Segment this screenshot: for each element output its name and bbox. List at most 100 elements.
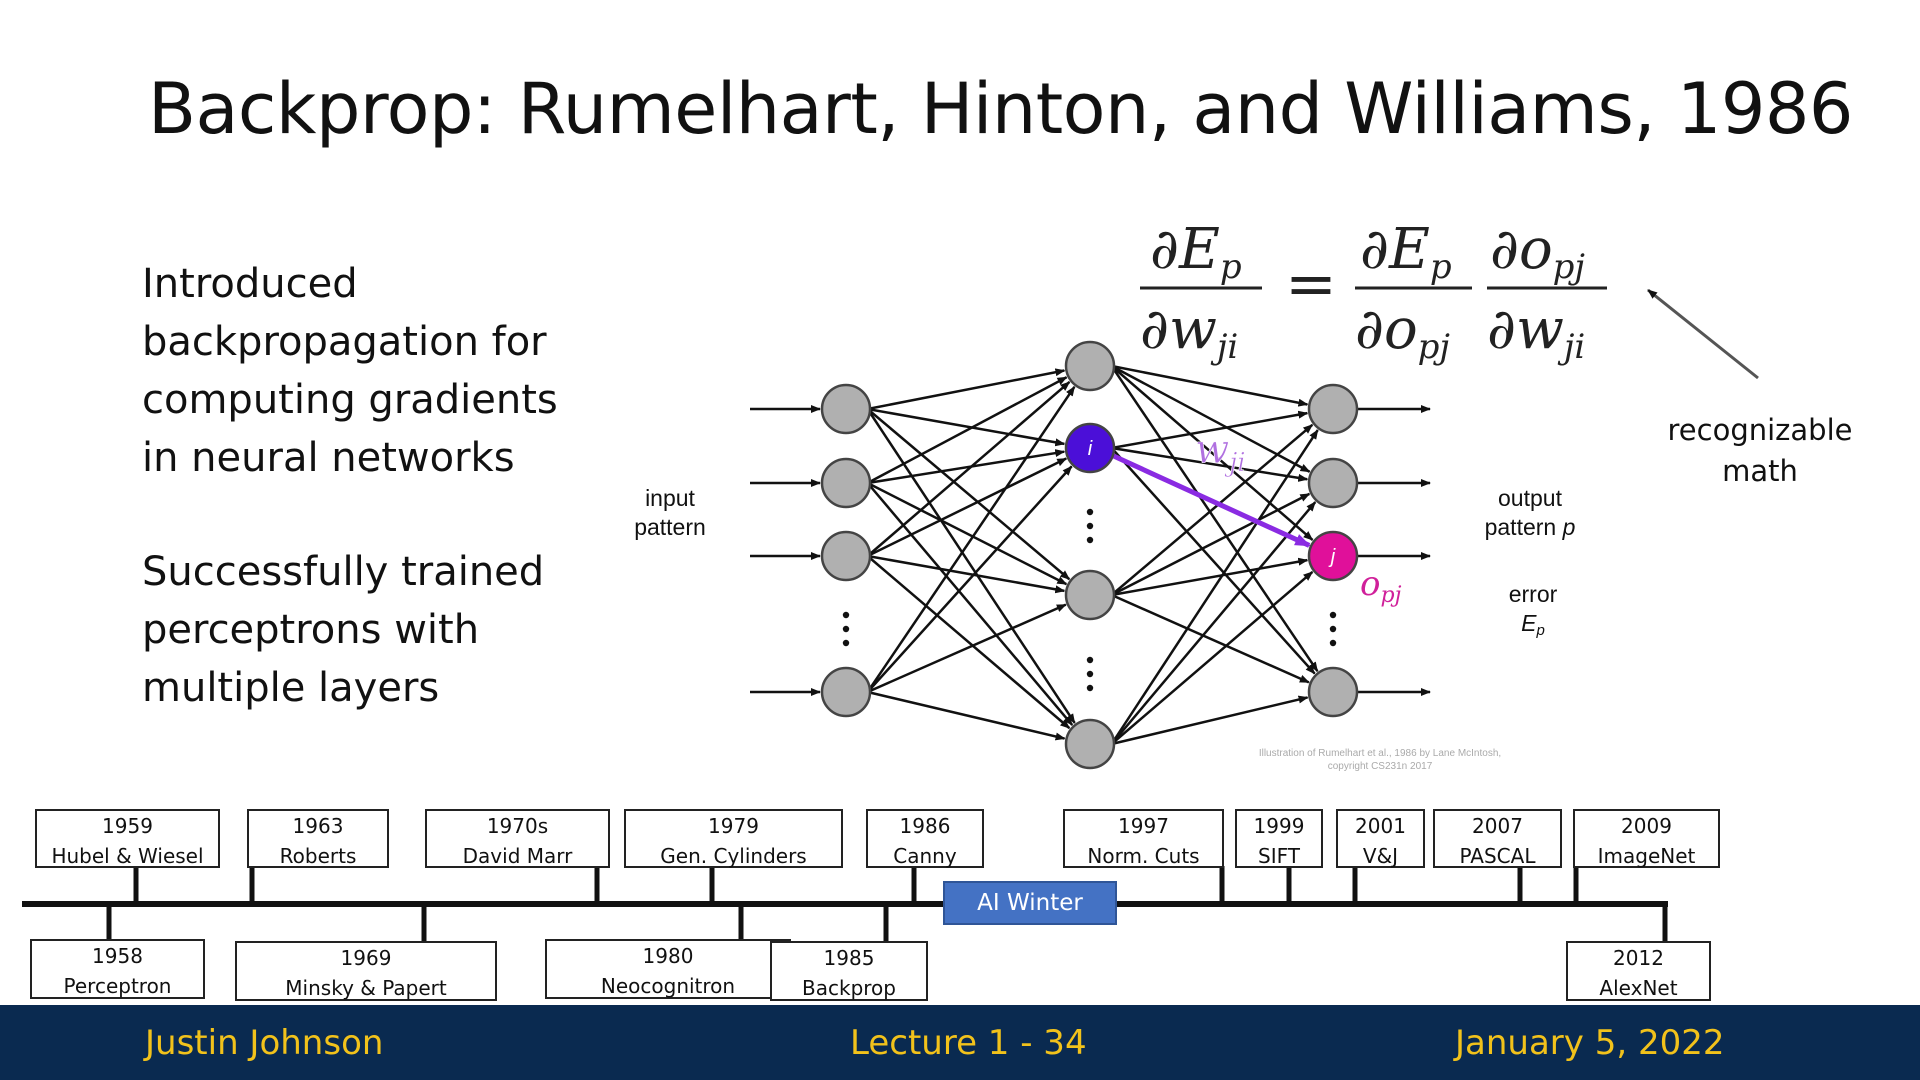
ellipsis-dot — [1329, 625, 1337, 633]
input-node — [820, 666, 872, 718]
connection — [866, 408, 1071, 581]
bullet-line: perceptrons with — [142, 607, 480, 653]
connection — [867, 407, 1066, 447]
connection — [867, 457, 1068, 558]
connection — [1110, 501, 1317, 745]
ai-winter-label: AI Winter — [943, 881, 1117, 925]
node-i-label: i — [1088, 438, 1093, 460]
ellipsis-dot — [1329, 639, 1337, 647]
network-diagram: ij ∂Ep ∂wji = ∂Ep ∂opj ∂opj ∂wji wji opj — [750, 217, 1759, 770]
output-node-j — [1307, 530, 1359, 582]
input-node — [820, 383, 872, 435]
connection — [1110, 429, 1319, 745]
bullet-line: in neural networks — [142, 435, 515, 481]
ellipsis-dot — [1086, 684, 1094, 692]
hidden-node — [1064, 340, 1116, 392]
ellipsis-dot — [1329, 611, 1337, 619]
connection — [867, 376, 1068, 485]
input-node — [820, 457, 872, 509]
connection — [866, 482, 1074, 726]
footer-author: Justin Johnson — [145, 1023, 384, 1063]
backprop-equation: ∂Ep ∂wji = ∂Ep ∂opj ∂opj ∂wji — [1140, 217, 1607, 367]
eq-equals: = — [1285, 247, 1337, 320]
connection — [1111, 410, 1309, 450]
ellipsis-dot — [1086, 656, 1094, 664]
connection — [866, 381, 1071, 557]
slide-title: Backprop: Rumelhart, Hinton, and William… — [148, 68, 1853, 150]
connection — [1110, 365, 1319, 672]
network-nodes: ij — [820, 340, 1359, 770]
connection — [867, 554, 1066, 594]
annotation-arrow — [1647, 288, 1759, 380]
bullet-line: computing gradients — [142, 377, 558, 423]
connection — [866, 465, 1073, 693]
connection — [866, 385, 1076, 693]
output-node — [1307, 666, 1359, 718]
weight-label: wji — [1195, 427, 1246, 478]
connection — [867, 481, 1068, 586]
bullet-backprop: Introduced backpropagation for computing… — [142, 255, 558, 487]
connection — [866, 555, 1071, 730]
output-node — [1307, 457, 1359, 509]
connection — [1110, 365, 1314, 541]
connection — [1111, 557, 1309, 597]
connection — [1110, 447, 1316, 675]
connection — [867, 368, 1066, 411]
connection — [1111, 695, 1309, 746]
ellipsis-dot — [842, 611, 850, 619]
node-j-label: j — [1328, 546, 1336, 568]
bullet-line: Introduced — [142, 261, 358, 307]
timeline-axis — [22, 866, 1668, 944]
ellipsis-dots — [842, 508, 1337, 692]
ellipsis-dot — [1086, 670, 1094, 678]
ellipsis-dot — [1086, 522, 1094, 530]
output-var-label: opj — [1360, 564, 1402, 608]
output-node — [1307, 383, 1359, 435]
ellipsis-dot — [842, 625, 850, 633]
footer-date: January 5, 2022 — [1455, 1023, 1725, 1063]
connection — [867, 603, 1067, 694]
hidden-node-i — [1064, 422, 1116, 474]
hidden-node — [1064, 718, 1116, 770]
connection — [1110, 570, 1314, 745]
ellipsis-dot — [1086, 536, 1094, 544]
hidden-node — [1064, 569, 1116, 621]
footer-lecture: Lecture 1 - 34 — [850, 1023, 1087, 1063]
input-node — [820, 530, 872, 582]
bullet-line: backpropagation for — [142, 319, 547, 365]
bullet-multilayer: Successfully trained perceptrons with mu… — [142, 543, 544, 717]
connection — [1111, 364, 1309, 407]
connection — [1111, 492, 1311, 597]
connection — [1110, 423, 1314, 596]
timeline-ticks — [106, 866, 1668, 944]
ellipsis-dot — [1086, 508, 1094, 516]
connection — [867, 449, 1066, 485]
network-connections — [750, 364, 1431, 746]
footer-bar: Justin Johnson Lecture 1 - 34 January 5,… — [0, 1005, 1920, 1080]
illustration-credit: Illustration of Rumelhart et al., 1986 b… — [1258, 748, 1502, 772]
ellipsis-dot — [842, 639, 850, 647]
connection — [866, 408, 1076, 724]
eq-num-3: ∂opj — [1490, 217, 1585, 287]
bullet-line: multiple layers — [142, 665, 440, 711]
bullet-line: Successfully trained — [142, 549, 545, 595]
connection — [1111, 593, 1310, 684]
